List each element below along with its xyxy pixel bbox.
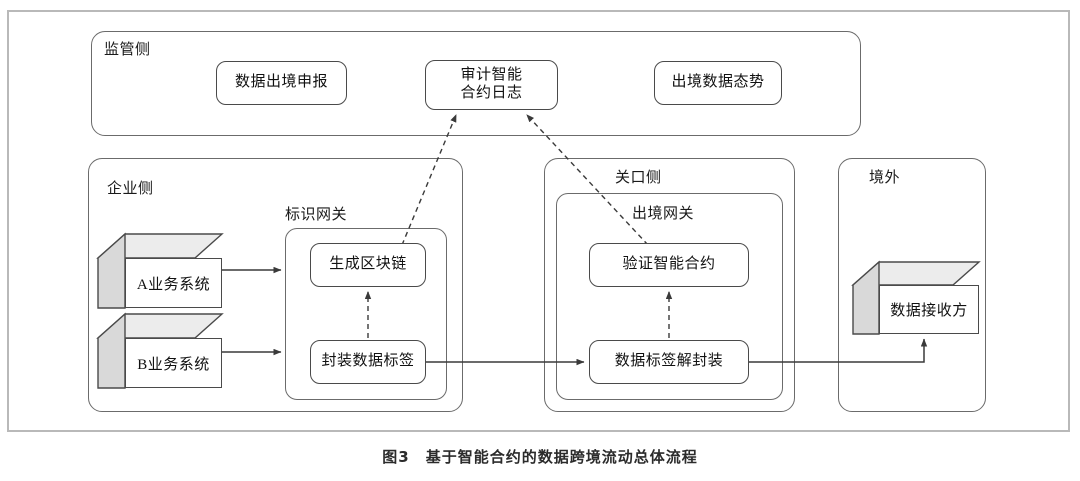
node-package-data-tag[interactable]: 封装数据标签 <box>310 340 426 384</box>
entity-data-receiver[interactable]: 数据接收方 <box>851 260 981 335</box>
node-export-data-situation[interactable]: 出境数据态势 <box>654 61 782 105</box>
node-data-export-declaration[interactable]: 数据出境申报 <box>216 61 347 105</box>
node-unpack-data-tag[interactable]: 数据标签解封装 <box>589 340 749 384</box>
zone-regulator <box>91 31 861 136</box>
zone-customs <box>544 158 795 412</box>
system-a-cube-shape <box>96 232 224 309</box>
zone-enterprise <box>88 158 463 412</box>
zone-overseas-label: 境外 <box>869 170 901 186</box>
zone-regulator-label: 监管侧 <box>104 42 151 58</box>
zone-overseas <box>838 158 986 412</box>
entity-system-a[interactable]: A业务系统 <box>96 232 224 309</box>
zone-customs-label: 关口侧 <box>615 170 662 186</box>
zone-enterprise-label: 企业侧 <box>107 181 154 197</box>
node-audit-log-line-2: 合约日志 <box>460 85 523 101</box>
node-audit-smart-contract-log[interactable]: 审计智能 合约日志 <box>425 60 558 110</box>
node-generate-blockchain[interactable]: 生成区块链 <box>310 243 426 287</box>
figure-caption: 图3 基于智能合约的数据跨境流动总体流程 <box>382 448 698 466</box>
data-receiver-cube-shape <box>851 260 981 335</box>
entity-system-b[interactable]: B业务系统 <box>96 312 224 389</box>
system-a-label: A业务系统 <box>125 258 222 308</box>
data-receiver-label: 数据接收方 <box>879 285 979 334</box>
node-audit-log-line-1: 审计智能 <box>460 67 523 84</box>
node-verify-smart-contract[interactable]: 验证智能合约 <box>589 243 749 287</box>
zone-identity-gateway-label: 标识网关 <box>285 207 348 223</box>
zone-exit-gateway <box>556 193 783 400</box>
system-b-cube-shape <box>96 312 224 389</box>
system-b-label: B业务系统 <box>125 338 222 388</box>
zone-identity-gateway <box>285 228 447 400</box>
zone-exit-gateway-label: 出境网关 <box>632 206 695 222</box>
